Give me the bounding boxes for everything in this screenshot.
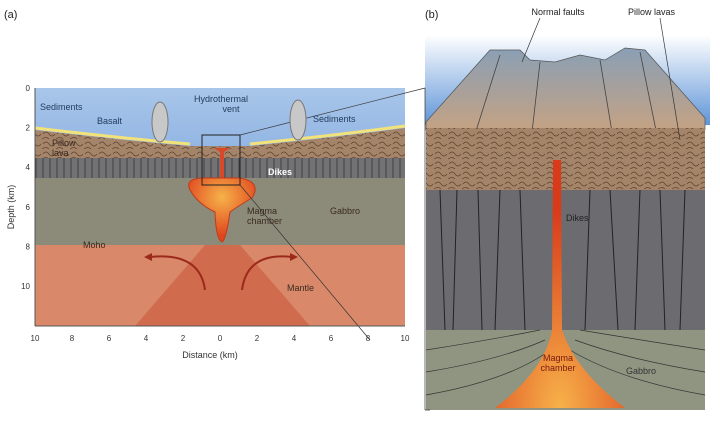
- label-sediments-left: Sediments: [40, 102, 83, 112]
- y-tick-label: 6: [26, 203, 31, 212]
- x-tick-label: 4: [144, 334, 149, 343]
- label-hydrothermal-2: vent: [222, 104, 240, 114]
- x-tick-label: 0: [218, 334, 223, 343]
- label-pillow-lavas: Pillow lavas: [628, 7, 676, 17]
- frame-line: [424, 88, 430, 411]
- y-tick-label: 4: [26, 163, 31, 172]
- vent-plume-right: [289, 99, 307, 141]
- x-tick-label: 2: [255, 334, 260, 343]
- x-tick-label: 4: [292, 334, 297, 343]
- x-tick-label: 6: [107, 334, 112, 343]
- y-tick-label: 10: [21, 282, 30, 291]
- label-magma-b-2: chamber: [540, 363, 575, 373]
- x-tick-label: 2: [181, 334, 186, 343]
- pillow-lavas-layer: [426, 128, 705, 193]
- panel-a-tag: (a): [4, 9, 17, 21]
- convection-arrow-left: [149, 255, 206, 291]
- panel-b-tag: (b): [425, 9, 438, 21]
- zoom-box: [201, 134, 241, 186]
- y-tick-label: 8: [26, 242, 31, 251]
- x-tick-label: 8: [366, 334, 371, 343]
- arrow-head-right: [290, 253, 298, 261]
- label-dikes: Dikes: [268, 167, 292, 177]
- y-tick-label: 2: [26, 124, 31, 133]
- x-axis-label: Distance (km): [182, 350, 238, 360]
- label-gabbro-b: Gabbro: [626, 366, 656, 376]
- x-tick-label: 10: [31, 334, 40, 343]
- label-pillow-lava-2: lava: [52, 148, 69, 158]
- panel-b: (b) Normal faults Pillow lavas Dikes Mag…: [424, 7, 710, 411]
- label-gabbro: Gabbro: [330, 206, 360, 216]
- label-leaders: [521, 17, 681, 141]
- gabbro-lines: [425, 329, 706, 396]
- convection-arrow-right: [241, 255, 293, 291]
- pillow-lava-layer: [35, 128, 405, 158]
- x-tick-label: 8: [70, 334, 75, 343]
- upwelling-zone: [135, 245, 310, 326]
- dikes-layer-b: [426, 190, 705, 335]
- label-sediments-right: Sediments: [313, 114, 356, 124]
- zoom-lines: [239, 87, 426, 341]
- label-normal-faults: Normal faults: [531, 7, 585, 17]
- magma-chamber-b: [495, 160, 625, 408]
- x-tick-label: 6: [329, 334, 334, 343]
- sediment-layer: [34, 124, 406, 146]
- label-magma-b-1: Magma: [543, 353, 573, 363]
- label-pillow-lava-1: Pillow: [52, 138, 76, 148]
- y-tick-label: 0: [26, 84, 31, 93]
- label-moho: Moho: [83, 240, 106, 250]
- label-basalt: Basalt: [97, 116, 123, 126]
- label-hydrothermal-1: Hydrothermal: [194, 94, 248, 104]
- x-tick-label: 10: [401, 334, 410, 343]
- magma-chamber: [188, 177, 256, 243]
- label-magma-1: Magma: [247, 206, 277, 216]
- panel-a: (a) Sediments Basalt Pillow lava Hydroth…: [4, 9, 426, 360]
- feeder-dike: [214, 148, 230, 185]
- vent-plume-left: [151, 101, 169, 143]
- y-axis-label: Depth (km): [6, 185, 16, 230]
- label-magma-2: chamber: [247, 216, 282, 226]
- dike-lines: [439, 189, 686, 331]
- arrow-head-left: [144, 253, 152, 261]
- label-dikes-b: Dikes: [566, 213, 589, 223]
- label-mantle: Mantle: [287, 283, 314, 293]
- normal-faults-lines: [469, 51, 661, 151]
